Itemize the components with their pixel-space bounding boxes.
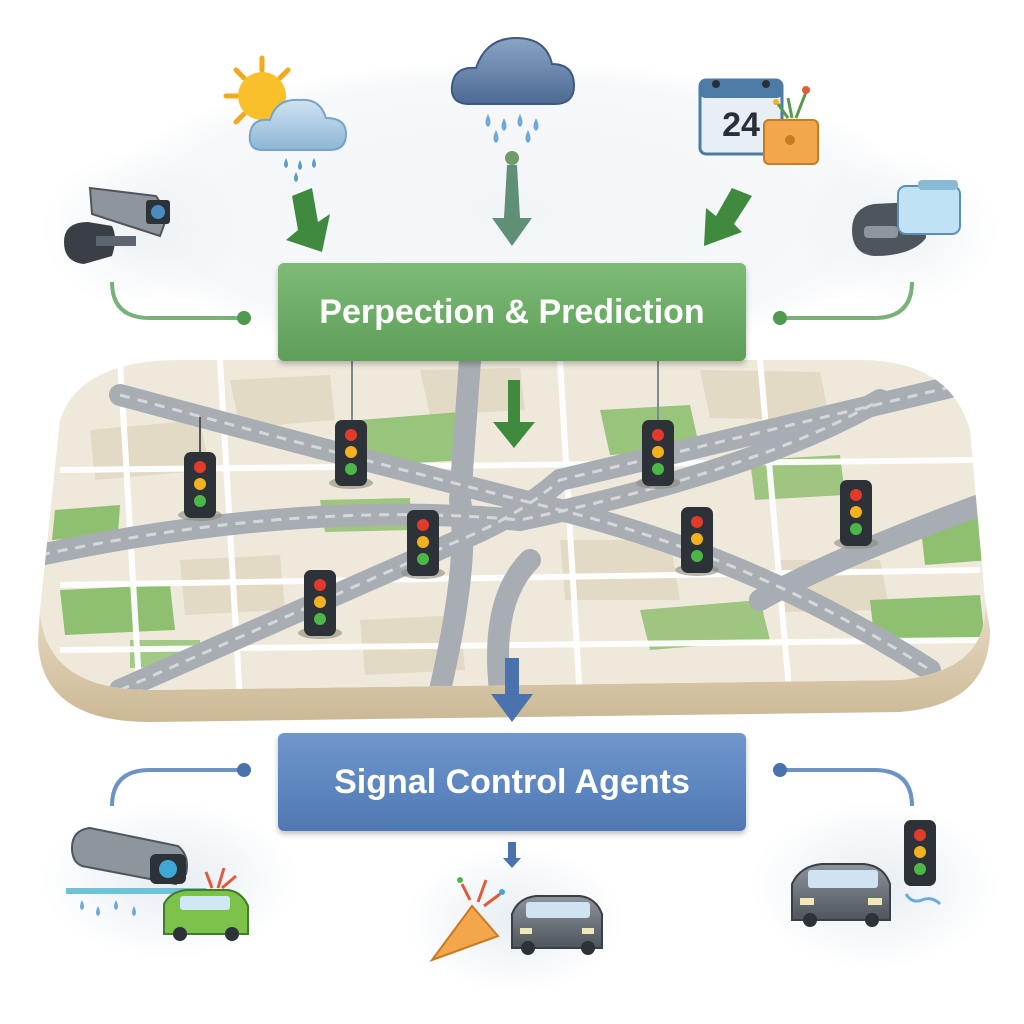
perception-prediction-label: Perpection & Prediction [319,292,705,331]
traffic-light-icon [636,420,680,489]
rain-cloud-icon [450,36,576,143]
traffic-light-icon [178,417,222,521]
signal-side-connectors [110,763,914,807]
party-horn-icon [429,877,505,963]
signal-control-agents-label: Signal Control Agents [334,762,690,801]
camera-icon [64,186,170,264]
perception-prediction-box: Perpection & Prediction [278,263,746,361]
arrow-down-green [286,188,752,448]
perception-map-links [351,361,659,420]
calendar-day: 24 [722,106,760,144]
traffic-lights [178,417,878,639]
event-bag-icon [763,86,819,165]
calendar-icon: 24 [698,78,784,156]
traffic-light-icon [329,420,373,489]
sensor-icon [852,180,961,256]
traffic-light-icon [904,820,942,906]
traffic-light-icon [834,480,878,549]
camera-icon [66,826,206,916]
green-car-icon [163,867,249,941]
sun-cloud-icon [223,55,348,182]
perception-side-connectors [110,281,914,325]
traffic-light-icon [298,570,342,639]
arrow-down-blue [491,151,533,868]
signal-control-agents-box: Signal Control Agents [278,733,746,831]
car-icon [511,895,603,955]
traffic-light-icon [401,510,445,579]
traffic-light-icon [675,507,719,576]
car-icon [791,863,891,927]
